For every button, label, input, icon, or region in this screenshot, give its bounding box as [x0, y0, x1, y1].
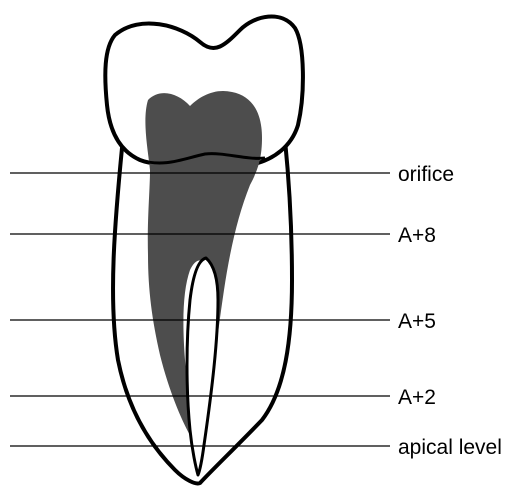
apical-level-label: apical level: [398, 436, 502, 459]
a5-label: A+5: [398, 310, 436, 333]
orifice-label: orifice: [398, 163, 454, 186]
a8-label: A+8: [398, 224, 436, 247]
a2-label: A+2: [398, 386, 436, 409]
